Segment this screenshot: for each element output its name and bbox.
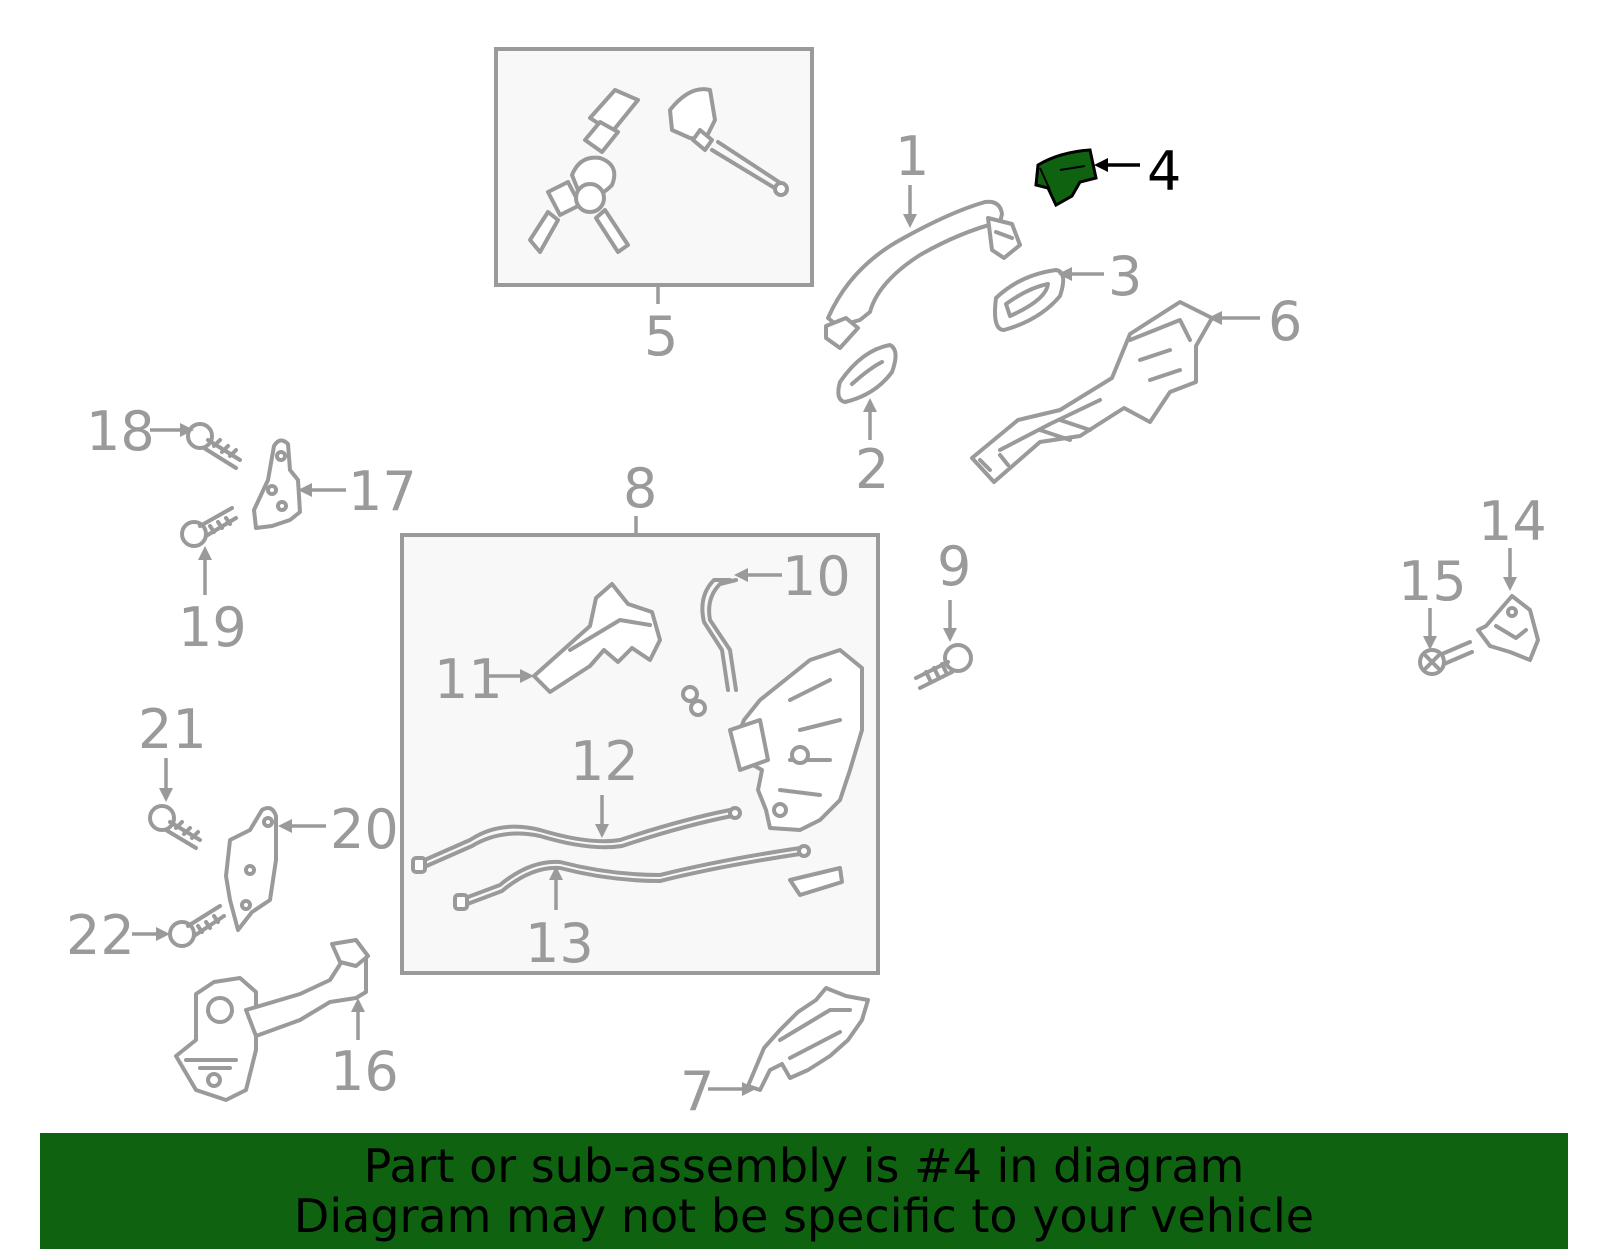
callout-5: 5	[644, 305, 678, 368]
callout-16: 16	[330, 1040, 399, 1103]
callout-21: 21	[138, 698, 207, 761]
handle-gasket-rear	[993, 268, 1066, 332]
callout-3: 3	[1108, 245, 1142, 308]
callout-2: 2	[855, 438, 889, 501]
handle-gasket-front	[836, 343, 898, 404]
callout-7: 7	[680, 1060, 714, 1123]
bolt-22	[168, 904, 226, 948]
callout-1: 1	[895, 125, 929, 188]
callout-20: 20	[330, 798, 399, 861]
cylinder-cover-highlighted	[1034, 148, 1098, 208]
callout-14: 14	[1478, 490, 1547, 553]
callout-15: 15	[1398, 550, 1467, 613]
callout-22: 22	[66, 904, 135, 967]
grommet	[681, 685, 707, 717]
banner-line-1: Part or sub-assembly is #4 in diagram	[363, 1139, 1245, 1193]
bolt-19	[180, 506, 238, 548]
callout-11: 11	[434, 648, 503, 711]
door-check-16	[174, 938, 370, 1102]
info-banner: Part or sub-assembly is #4 in diagram Di…	[40, 1133, 1568, 1249]
handle-bracket	[970, 300, 1214, 484]
cable-13	[453, 844, 844, 911]
key-cylinder-drawing	[528, 87, 789, 254]
striker-14	[1476, 594, 1540, 662]
callout-19: 19	[178, 596, 247, 659]
callout-12: 12	[570, 730, 639, 793]
banner-line-2: Diagram may not be specific to your vehi…	[293, 1189, 1315, 1243]
callout-18: 18	[86, 400, 155, 463]
door-hinge-upper	[252, 438, 302, 530]
cable-12	[411, 806, 742, 874]
callout-13: 13	[525, 912, 594, 975]
callout-6: 6	[1268, 290, 1302, 353]
latch-lever-11	[532, 582, 662, 694]
door-hinge-lower	[224, 806, 278, 932]
callout-17: 17	[348, 460, 417, 523]
callout-9: 9	[937, 535, 971, 598]
screw-9	[914, 643, 973, 690]
callout-4: 4	[1147, 140, 1181, 203]
inside-handle-7	[746, 986, 870, 1092]
outside-handle	[824, 199, 1022, 350]
bolt-18	[186, 422, 242, 470]
callout-8: 8	[623, 457, 657, 520]
screw-15	[1418, 640, 1474, 676]
callout-10: 10	[782, 545, 851, 608]
rod-10	[700, 578, 738, 692]
door-latch-actuator	[728, 648, 864, 832]
bolt-21	[148, 804, 202, 850]
